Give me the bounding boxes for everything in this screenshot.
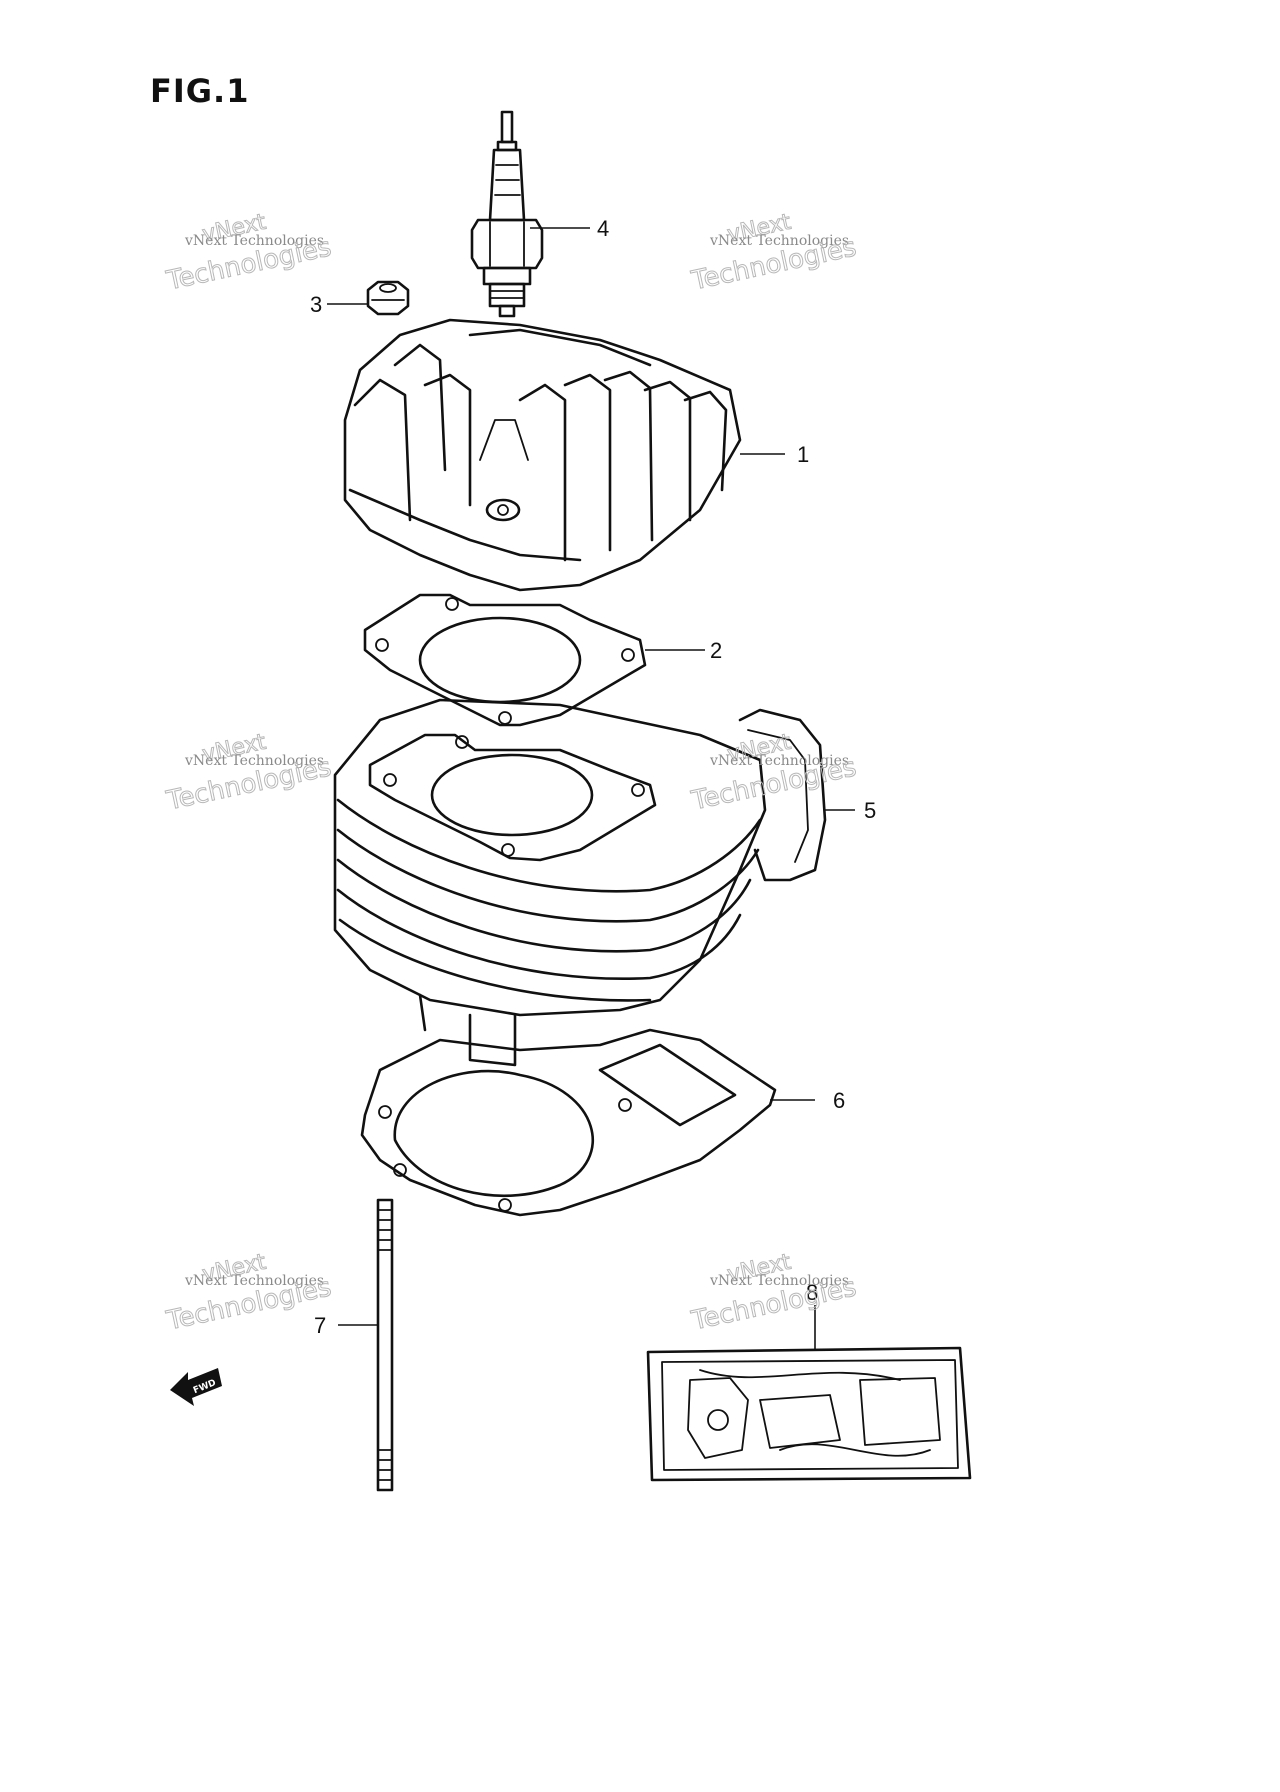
fwd-arrow-icon: FWD — [170, 1368, 222, 1406]
callout-3: 3 — [310, 292, 322, 317]
gasket-set — [646, 1346, 972, 1482]
cylinder-head — [343, 318, 742, 592]
watermark-text: vNext Technologies — [184, 1273, 324, 1289]
callout-8: 8 — [806, 1280, 818, 1305]
cylinder — [333, 698, 767, 1067]
watermark-top-left: vNext vNext Technologies Technologies — [163, 209, 335, 297]
watermark-text: vNext Technologies — [184, 233, 324, 249]
stud-bolt — [376, 1198, 394, 1492]
callout-7: 7 — [314, 1313, 326, 1338]
watermark-bottom-right: vNext vNext Technologies Technologies — [688, 1249, 860, 1337]
flange-nut — [366, 280, 410, 316]
watermark-mid-left: vNext vNext Technologies Technologies — [163, 729, 335, 817]
watermark-text: vNext Technologies — [709, 233, 849, 249]
watermark-bottom-left: vNext vNext Technologies Technologies — [163, 1249, 335, 1337]
callout-1: 1 — [797, 442, 809, 467]
watermark-text: vNext Technologies — [709, 753, 849, 769]
callout-labels: 1 2 3 4 5 6 7 8 — [310, 216, 876, 1338]
watermark-text: vNext Technologies — [184, 753, 324, 769]
port-flange — [738, 708, 827, 882]
callout-4: 4 — [597, 216, 609, 241]
callout-5: 5 — [864, 798, 876, 823]
watermark-mid-right: vNext vNext Technologies Technologies — [688, 729, 860, 817]
leader-lines — [327, 227, 855, 1350]
callout-2: 2 — [710, 638, 722, 663]
base-gasket — [360, 1028, 777, 1217]
watermark-top-right: vNext vNext Technologies Technologies — [688, 209, 860, 297]
figure-title: FIG.1 — [150, 72, 250, 110]
head-gasket — [363, 593, 647, 727]
watermark-text: vNext Technologies — [709, 1273, 849, 1289]
callout-6: 6 — [833, 1088, 845, 1113]
spark-plug — [470, 110, 544, 318]
